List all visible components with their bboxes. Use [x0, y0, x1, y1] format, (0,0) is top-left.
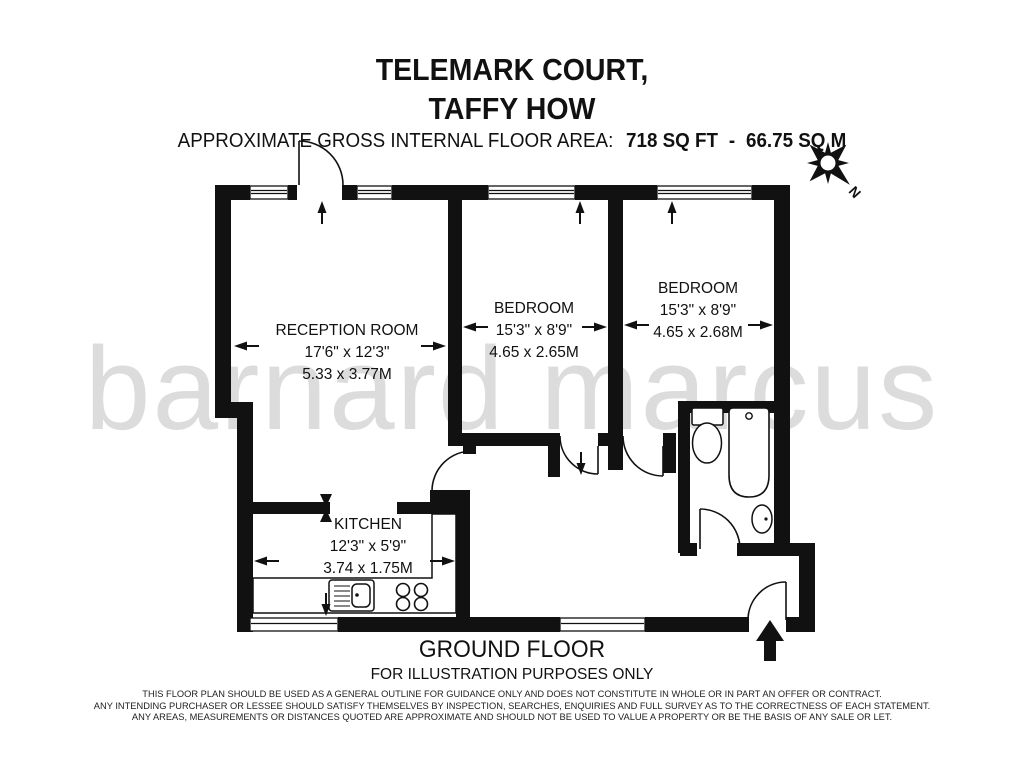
floor-area-line: APPROXIMATE GROSS INTERNAL FLOOR AREA: 7…	[31, 130, 994, 153]
page-title-line1: TELEMARK COURT,	[375, 52, 649, 87]
disclaimer-line: ANY INTENDING PURCHASER OR LESSEE SHOULD…	[93, 700, 931, 711]
window	[559, 617, 646, 632]
room-label-kitchen: KITCHEN 12'3" x 5'9" 3.74 x 1.75M	[248, 514, 488, 580]
room-name: BEDROOM	[657, 280, 739, 297]
disclaimer-line: ANY AREAS, MEASUREMENTS OR DISTANCES QUO…	[131, 712, 893, 722]
room-label-reception: RECEPTION ROOM 17'6" x 12'3" 5.33 x 3.77…	[227, 320, 467, 386]
room-dim-imperial: 12'3" x 5'9"	[329, 538, 407, 555]
floor-area-metric: 66.75 SQ M	[746, 130, 847, 152]
room-name: KITCHEN	[333, 516, 403, 533]
room-dim-metric: 4.65 x 2.68M	[653, 324, 743, 341]
floor-area-label: APPROXIMATE GROSS INTERNAL FLOOR AREA:	[177, 130, 614, 152]
bathroom-door	[699, 508, 741, 550]
room-name: BEDROOM	[493, 300, 575, 317]
floor-name: GROUND FLOOR	[418, 636, 606, 663]
kitchen-sink	[328, 579, 375, 612]
window	[656, 185, 753, 200]
room-dim-metric: 4.65 x 2.65M	[489, 344, 579, 361]
room-dim-imperial: 15'3" x 8'9"	[659, 302, 737, 319]
dimension-arrows	[234, 201, 773, 616]
basin-tap	[764, 517, 768, 521]
floor-area-separator: -	[728, 130, 736, 152]
entrance-door	[747, 581, 787, 621]
toilet	[691, 422, 723, 464]
doors	[298, 140, 787, 621]
reception-door	[431, 450, 473, 492]
room-dim-imperial: 17'6" x 12'3"	[304, 344, 390, 361]
entrance-arrow	[756, 620, 784, 661]
floor-area-imperial: 718 SQ FT	[626, 130, 718, 152]
bedroom1-door	[559, 435, 599, 475]
compass-rose-icon: N	[807, 142, 864, 201]
wash-basin	[751, 504, 773, 534]
window	[356, 185, 393, 200]
bathroom-fixtures	[691, 407, 773, 534]
bath-tap	[745, 412, 753, 420]
disclaimer-line: THIS FLOOR PLAN SHOULD BE USED AS A GENE…	[142, 689, 882, 699]
exterior-walls	[215, 185, 815, 632]
window	[249, 185, 289, 200]
windows	[249, 185, 753, 632]
bathtub	[728, 407, 770, 498]
room-dim-metric: 3.74 x 1.75M	[323, 560, 413, 577]
disclaimer: THIS FLOOR PLAN SHOULD BE USED AS A GENE…	[0, 689, 1024, 724]
page-title-line2: TAFFY HOW	[428, 91, 596, 126]
room-dim-imperial: 15'3" x 8'9"	[495, 322, 573, 339]
room-dim-metric: 5.33 x 3.77M	[302, 366, 392, 383]
bedroom2-door	[622, 435, 664, 477]
compass-north-label: N	[846, 183, 865, 201]
interior-walls	[253, 200, 776, 632]
room-label-bedroom1: BEDROOM 15'3" x 8'9" 4.65 x 2.65M	[414, 298, 654, 364]
purpose-note: FOR ILLUSTRATION PURPOSES ONLY	[370, 666, 654, 683]
window	[487, 185, 576, 200]
hob	[395, 582, 429, 612]
room-label-bedroom2: BEDROOM 15'3" x 8'9" 4.65 x 2.68M	[578, 278, 818, 344]
window	[249, 617, 339, 632]
balcony-door	[298, 140, 344, 186]
room-name: RECEPTION ROOM	[275, 322, 419, 339]
kitchen-fixtures	[252, 513, 457, 614]
